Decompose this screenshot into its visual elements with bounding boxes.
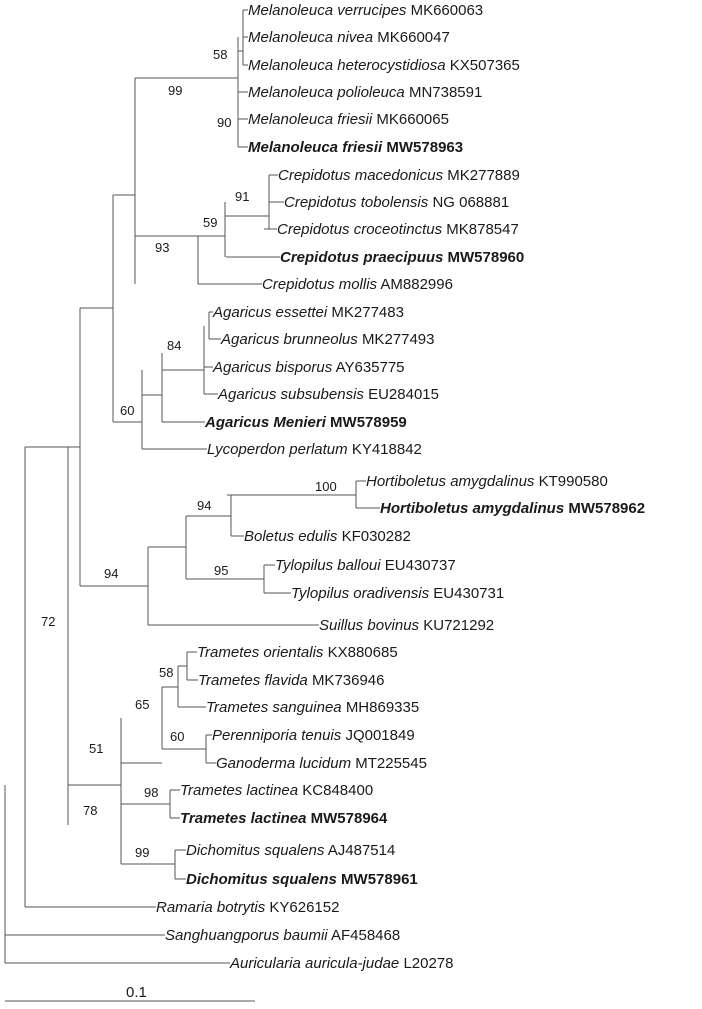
taxon-label: Melanoleuca nivea MK660047 xyxy=(248,29,450,46)
bootstrap-value: 94 xyxy=(104,566,118,581)
taxon-label: Melanoleuca friesii MK660065 xyxy=(248,111,449,128)
bootstrap-values: 58 99 90 91 59 93 84 60 100 94 95 94 58 … xyxy=(41,47,337,860)
bootstrap-value: 94 xyxy=(197,498,211,513)
taxon-label: Dichomitus squalens AJ487514 xyxy=(186,842,395,859)
scale-bar: 0.1 xyxy=(5,984,255,1002)
bootstrap-value: 78 xyxy=(83,803,97,818)
bootstrap-value: 65 xyxy=(135,697,149,712)
taxon-label: Crepidotus macedonicus MK277889 xyxy=(278,167,520,184)
taxon-label-new-strain: Crepidotus praecipuus MW578960 xyxy=(280,249,524,266)
taxon-label: Agaricus brunneolus MK277493 xyxy=(220,331,435,348)
bootstrap-value: 99 xyxy=(135,845,149,860)
taxon-label: Trametes sanguinea MH869335 xyxy=(206,699,419,716)
taxon-label-new-strain: Dichomitus squalens MW578961 xyxy=(186,871,418,888)
bootstrap-value: 91 xyxy=(235,189,249,204)
taxon-label: Tylopilus oradivensis EU430731 xyxy=(291,585,504,602)
tree-branches xyxy=(4,9,380,964)
taxon-label: Crepidotus mollis AM882996 xyxy=(262,276,453,293)
bootstrap-value: 100 xyxy=(315,479,337,494)
bootstrap-value: 59 xyxy=(203,215,217,230)
bootstrap-value: 58 xyxy=(159,665,173,680)
bootstrap-value: 60 xyxy=(170,729,184,744)
bootstrap-value: 98 xyxy=(144,785,158,800)
taxon-label: Lycoperdon perlatum KY418842 xyxy=(207,441,422,458)
taxon-label: Auricularia auricula-judae L20278 xyxy=(229,955,454,972)
taxon-label: Melanoleuca polioleuca MN738591 xyxy=(248,84,482,101)
taxon-label: Melanoleuca heterocystidiosa KX507365 xyxy=(248,57,520,74)
taxon-label: Crepidotus croceotinctus MK878547 xyxy=(277,221,519,238)
scale-bar-label: 0.1 xyxy=(126,984,147,1001)
taxon-label: Agaricus essettei MK277483 xyxy=(212,304,404,321)
bootstrap-value: 58 xyxy=(213,47,227,62)
taxon-label: Trametes lactinea KC848400 xyxy=(180,782,373,799)
bootstrap-value: 84 xyxy=(167,338,181,353)
taxon-labels: Melanoleuca verrucipes MK660063 Melanole… xyxy=(156,2,645,972)
taxon-label: Hortiboletus amygdalinus KT990580 xyxy=(366,473,608,490)
taxon-label: Agaricus subsubensis EU284015 xyxy=(217,386,439,403)
taxon-label: Perenniporia tenuis JQ001849 xyxy=(212,727,415,744)
taxon-label: Ramaria botrytis KY626152 xyxy=(156,899,339,916)
taxon-label: Tylopilus balloui EU430737 xyxy=(275,557,456,574)
bootstrap-value: 95 xyxy=(214,563,228,578)
taxon-label-new-strain: Melanoleuca friesii MW578963 xyxy=(248,139,463,156)
taxon-label: Sanghuangporus baumii AF458468 xyxy=(165,927,400,944)
taxon-label: Boletus edulis KF030282 xyxy=(244,528,411,545)
bootstrap-value: 60 xyxy=(120,403,134,418)
taxon-label-new-strain: Agaricus Menieri MW578959 xyxy=(204,414,407,431)
taxon-label: Trametes flavida MK736946 xyxy=(198,672,385,689)
taxon-label: Agaricus bisporus AY635775 xyxy=(212,359,405,376)
bootstrap-value: 99 xyxy=(168,83,182,98)
bootstrap-value: 51 xyxy=(89,741,103,756)
bootstrap-value: 93 xyxy=(155,240,169,255)
taxon-label: Trametes orientalis KX880685 xyxy=(197,644,398,661)
taxon-label: Ganoderma lucidum MT225545 xyxy=(216,755,427,772)
taxon-label-new-strain: Hortiboletus amygdalinus MW578962 xyxy=(380,500,645,517)
taxon-label-new-strain: Trametes lactinea MW578964 xyxy=(180,810,388,827)
bootstrap-value: 72 xyxy=(41,614,55,629)
taxon-label: Crepidotus tobolensis NG 068881 xyxy=(284,194,509,211)
taxon-label: Suillus bovinus KU721292 xyxy=(319,617,494,634)
taxon-label: Melanoleuca verrucipes MK660063 xyxy=(248,2,483,19)
bootstrap-value: 90 xyxy=(217,115,231,130)
